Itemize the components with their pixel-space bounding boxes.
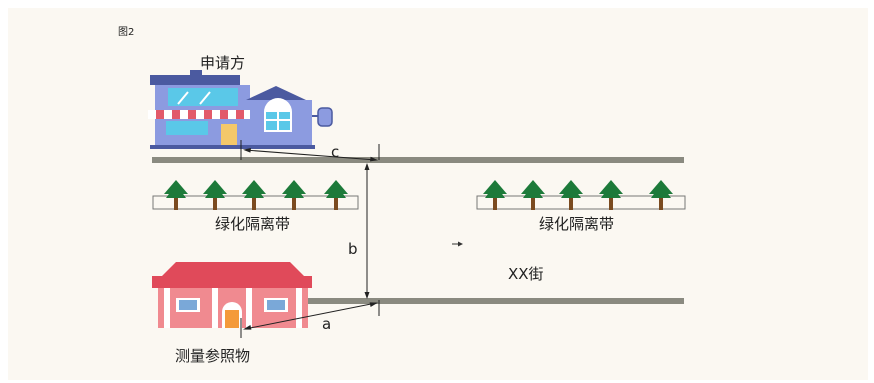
direction-arrow-icon (452, 241, 463, 247)
green-belt-right (476, 180, 686, 210)
tree-icon (483, 180, 507, 210)
bottom-road (300, 298, 684, 304)
dimension-a (240, 300, 380, 338)
tree-icon (559, 180, 583, 210)
dimension-c (240, 140, 380, 162)
tree-icon (164, 180, 188, 210)
street-label: XX街 (508, 265, 544, 283)
top-road (152, 157, 684, 163)
green-belt-left (152, 180, 359, 210)
applicant-label: 申请方 (200, 54, 245, 72)
figure-label: 图2 (118, 26, 134, 38)
dimension-b-label: b (348, 240, 358, 258)
green-belt-right-label: 绿化隔离带 (539, 215, 614, 233)
tree-icon (282, 180, 306, 210)
dimension-a-label: a (322, 315, 331, 333)
background-panel (8, 8, 868, 380)
tree-icon (324, 180, 348, 210)
tree-icon (521, 180, 545, 210)
dimension-c-label: c (331, 143, 339, 161)
reference-label: 测量参照物 (175, 347, 250, 365)
tree-icon (649, 180, 673, 210)
tree-icon (203, 180, 227, 210)
dimension-b (364, 163, 370, 299)
applicant-building-icon (148, 70, 333, 149)
green-belt-left-label: 绿化隔离带 (215, 215, 290, 233)
tree-icon (599, 180, 623, 210)
tree-icon (242, 180, 266, 210)
reference-building-icon (152, 262, 312, 328)
